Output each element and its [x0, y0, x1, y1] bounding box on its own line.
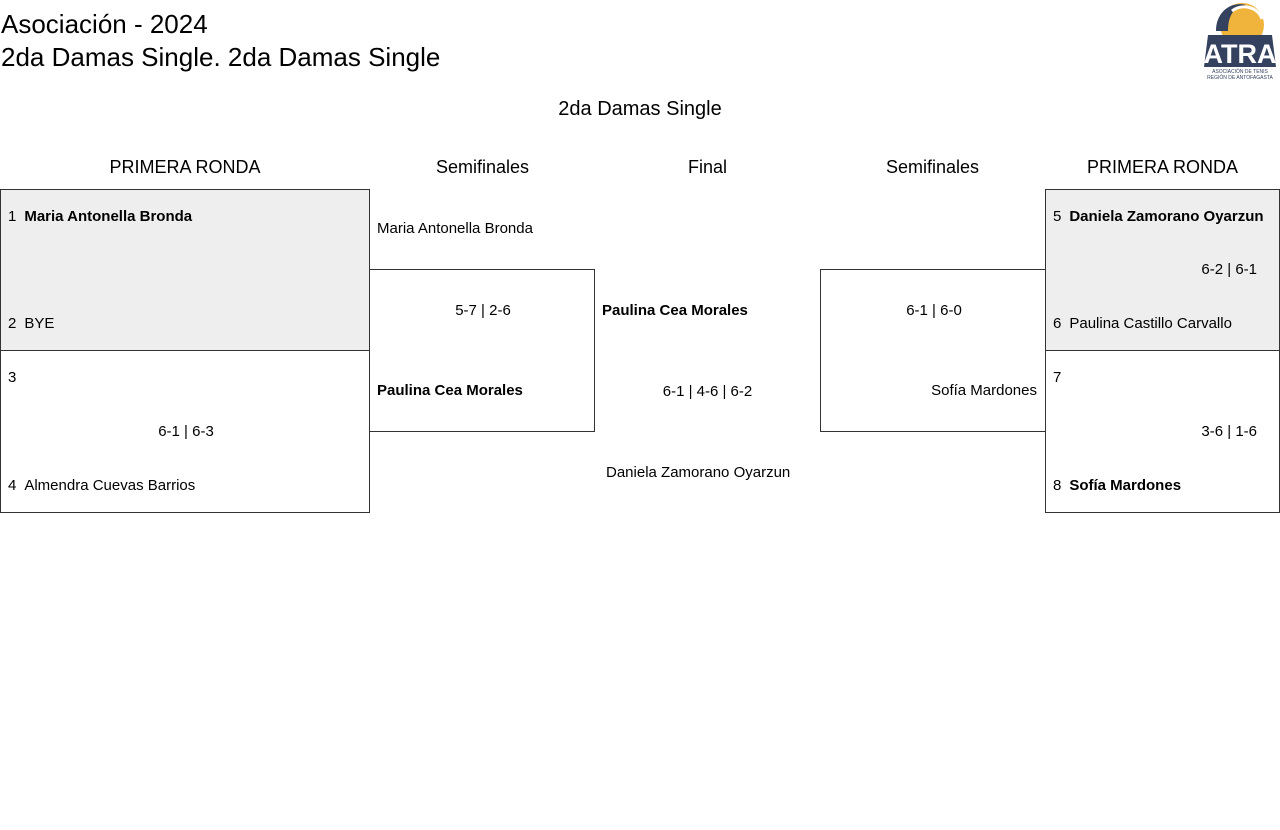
seed: 2 [8, 315, 17, 332]
seed: 4 [8, 477, 17, 494]
seed: 8 [1053, 477, 1062, 494]
player-row: 7 [1053, 369, 1069, 386]
semifinal-left-player-1: Maria Antonella Bronda [377, 220, 533, 237]
final-score: 6-1 | 4-6 | 6-2 [662, 383, 753, 400]
round-header-first-left: PRIMERA RONDA [109, 157, 261, 177]
player-name: Paulina Castillo Carvallo [1069, 315, 1232, 332]
seed: 1 [8, 208, 17, 225]
match-box-semifinal-right[interactable]: 6-1 | 6-0 Sofía Mardones [820, 269, 1046, 432]
round-header-final: Final [687, 157, 727, 177]
svg-text:REGIÓN DE ANTOFAGASTA: REGIÓN DE ANTOFAGASTA [1207, 74, 1273, 81]
atra-logo: ATRA ASOCIACIÓN DE TENIS REGIÓN DE ANTOF… [1202, 1, 1278, 81]
player-row: 6 Paulina Castillo Carvallo [1053, 315, 1232, 332]
player-name: BYE [24, 315, 55, 332]
round-header-first-right: PRIMERA RONDA [1086, 157, 1239, 177]
player-row: 2 BYE [8, 315, 54, 332]
final-player-2: Daniela Zamorano Oyarzun [606, 464, 791, 481]
player-row: 1 Maria Antonella Bronda [8, 208, 192, 225]
draw-title: 2da Damas Single [558, 98, 722, 120]
final-player-1: Paulina Cea Morales [602, 302, 748, 319]
player-row: 3 [8, 369, 24, 386]
player-name: Maria Antonella Bronda [24, 208, 193, 225]
match-box-right-2[interactable]: 7 3-6 | 1-6 8 Sofía Mardones [1045, 350, 1280, 513]
seed: 3 [8, 369, 17, 386]
match-score: 6-1 | 6-3 [158, 423, 214, 440]
match-box-left-2[interactable]: 3 6-1 | 6-3 4 Almendra Cuevas Barrios [0, 350, 370, 513]
match-box-left-1[interactable]: 1 Maria Antonella Bronda 2 BYE [0, 189, 370, 351]
seed: 5 [1053, 208, 1062, 225]
seed: 6 [1053, 315, 1062, 332]
match-box-semifinal-left[interactable]: 5-7 | 2-6 Paulina Cea Morales [369, 269, 595, 432]
svg-text:ATRA: ATRA [1204, 39, 1277, 69]
semifinal-left-player-2: Paulina Cea Morales [377, 382, 523, 399]
semifinal-right-player-2: Sofía Mardones [931, 382, 1037, 399]
title-line-1: Asociación - 2024 [1, 9, 208, 39]
seed: 7 [1053, 369, 1062, 386]
title-line-2: 2da Damas Single. 2da Damas Single [1, 42, 441, 72]
player-row: 5 Daniela Zamorano Oyarzun [1053, 208, 1264, 225]
svg-text:ASOCIACIÓN DE TENIS: ASOCIACIÓN DE TENIS [1212, 68, 1268, 75]
player-name: Sofía Mardones [1069, 477, 1182, 494]
match-score: 5-7 | 2-6 [455, 302, 511, 319]
match-score: 6-2 | 6-1 [1201, 261, 1257, 278]
player-row: 4 Almendra Cuevas Barrios [8, 477, 195, 494]
match-score: 3-6 | 1-6 [1201, 423, 1257, 440]
round-header-semis-left: Semifinales [435, 157, 530, 177]
player-name: Daniela Zamorano Oyarzun [1069, 208, 1264, 225]
player-row: 8 Sofía Mardones [1053, 477, 1181, 494]
match-score: 6-1 | 6-0 [906, 302, 962, 319]
round-header-semis-right: Semifinales [885, 157, 980, 177]
player-name: Almendra Cuevas Barrios [24, 477, 196, 494]
match-box-right-1[interactable]: 5 Daniela Zamorano Oyarzun 6-2 | 6-1 6 Pau… [1045, 189, 1280, 351]
